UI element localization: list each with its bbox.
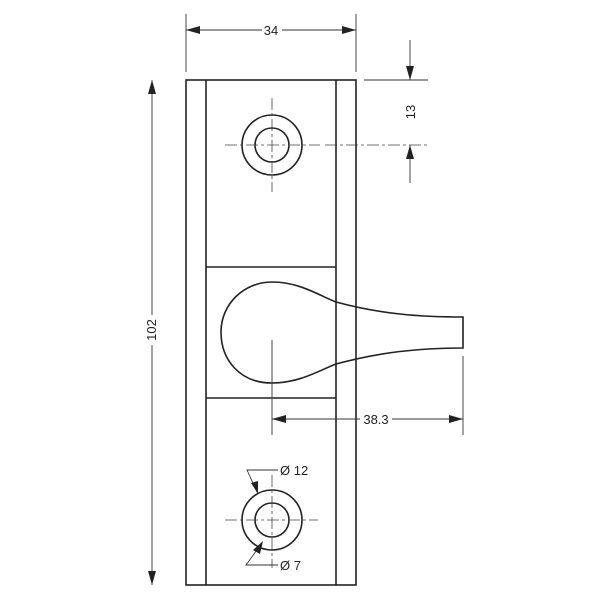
body-plate [185,79,357,586]
handle-reach-label: 38.3 [363,412,388,427]
height-label: 102 [144,319,159,341]
inner-diameter-label: Ø 7 [280,558,301,573]
outer-diameter-label: Ø 12 [280,463,308,478]
dimension-top-offset: 13 [325,40,428,183]
dimension-handle-reach: 38.3 [272,356,464,435]
outer-outline [185,79,357,586]
dimension-height: 102 [144,80,159,585]
dimension-inner-diameter: Ø 7 [245,541,301,573]
width-label: 34 [264,23,278,38]
dimension-width: 34 [185,14,357,72]
bottom-screw-hole [225,475,318,568]
top-offset-label: 13 [403,105,418,119]
top-screw-hole [225,98,320,192]
handle [220,281,464,435]
dimension-outer-diameter: Ø 12 [246,463,308,494]
